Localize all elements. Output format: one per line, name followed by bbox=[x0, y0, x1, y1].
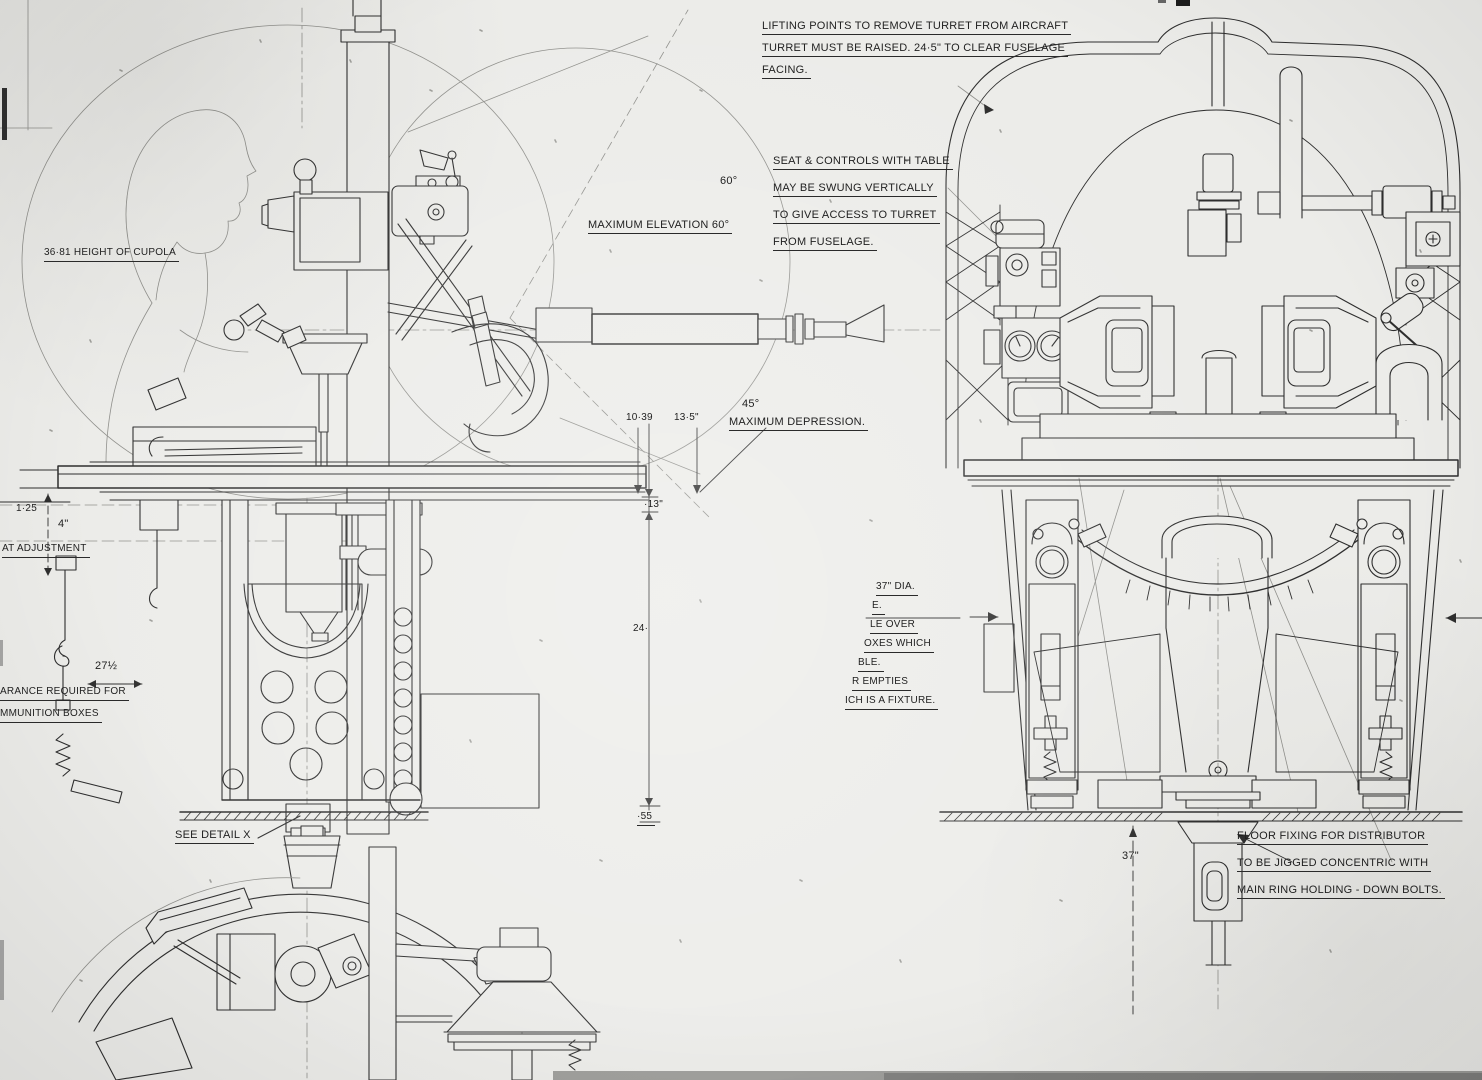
note-lifting-points: LIFTING POINTS TO REMOVE TURRET FROM AIR… bbox=[762, 20, 1072, 86]
dim-13-inch: ·13" bbox=[644, 499, 664, 510]
note-line: SEAT & CONTROLS WITH TABLE bbox=[773, 155, 953, 170]
note-ammunition-clearance: ARANCE REQUIRED FOR MMUNITION BOXES bbox=[0, 686, 129, 730]
dim-24: 24· bbox=[633, 623, 649, 634]
note-line: MMUNITION BOXES bbox=[0, 708, 102, 723]
side-elevation-view bbox=[19, 0, 885, 889]
note-line: R EMPTIES bbox=[852, 676, 912, 691]
label-45-degrees: 45° bbox=[742, 398, 760, 410]
note-line: LE OVER bbox=[870, 619, 919, 634]
note-line: ARANCE REQUIRED FOR bbox=[0, 686, 129, 701]
note-floor-fixing: FLOOR FIXING FOR DISTRIBUTOR TO BE JIGGE… bbox=[1237, 830, 1445, 911]
note-line: LIFTING POINTS TO REMOVE TURRET FROM AIR… bbox=[762, 20, 1072, 35]
dim-1-25: 1·25 bbox=[16, 503, 38, 514]
dimension-lines bbox=[0, 104, 1482, 1015]
dim-4-inch: 4" bbox=[58, 518, 69, 530]
note-line: FLOOR FIXING FOR DISTRIBUTOR bbox=[1237, 830, 1429, 845]
front-elevation-view bbox=[939, 17, 1463, 966]
note-line: ICH IS A FIXTURE. bbox=[845, 695, 939, 710]
note-line: E. bbox=[872, 600, 885, 615]
note-line: MAIN RING HOLDING - DOWN BOLTS. bbox=[1237, 884, 1445, 899]
note-seat-controls: SEAT & CONTROLS WITH TABLE MAY BE SWUNG … bbox=[773, 155, 953, 263]
label-cupola-height: 36·81 HEIGHT OF CUPOLA bbox=[44, 247, 180, 262]
label-seat-adjustment: AT ADJUSTMENT bbox=[2, 543, 90, 558]
label-max-depression: MAXIMUM DEPRESSION. bbox=[729, 416, 869, 431]
dim-55: ·55 bbox=[637, 811, 656, 826]
note-line: TO GIVE ACCESS TO TURRET bbox=[773, 209, 940, 224]
dim-10-39: 10·39 bbox=[626, 412, 653, 423]
note-line: 37" DIA. bbox=[876, 581, 918, 596]
dim-27-half: 27½ bbox=[95, 660, 118, 672]
note-line: TO BE JIGGED CONCENTRIC WITH bbox=[1237, 857, 1432, 872]
label-60-degrees: 60° bbox=[720, 175, 738, 187]
note-line: MAY BE SWUNG VERTICALLY bbox=[773, 182, 937, 197]
note-line: OXES WHICH bbox=[864, 638, 934, 653]
plan-detail-view bbox=[51, 846, 669, 1080]
note-line: FROM FUSELAGE. bbox=[773, 236, 877, 251]
note-line: BLE. bbox=[858, 657, 884, 672]
note-line: FACING. bbox=[762, 64, 811, 79]
dim-37-inch: 37" bbox=[1122, 850, 1139, 862]
note-line: TURRET MUST BE RAISED. 24·5" TO CLEAR FU… bbox=[762, 42, 1069, 57]
note-fixture-fragments: 37" DIA. E. LE OVER OXES WHICH BLE. R EM… bbox=[845, 581, 939, 714]
label-see-detail-x: SEE DETAIL X bbox=[175, 829, 254, 844]
label-max-elevation: MAXIMUM ELEVATION 60° bbox=[588, 219, 733, 234]
dim-13-5: 13·5" bbox=[674, 412, 699, 423]
